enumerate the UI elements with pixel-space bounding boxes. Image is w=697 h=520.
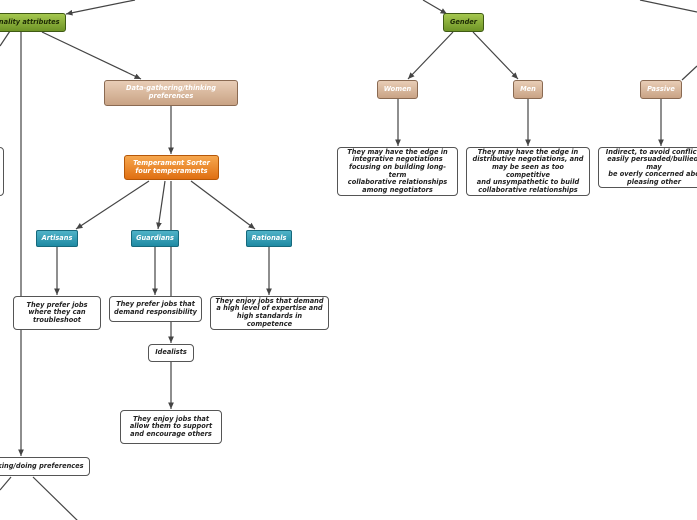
connector-thinking-doing-offscreen-bottom <box>32 476 78 520</box>
node-men-description[interactable]: They may have the edge in distributive n… <box>466 147 590 196</box>
node-men[interactable]: Men <box>513 80 543 99</box>
node-rationals[interactable]: Rationals <box>246 230 292 247</box>
connector-passive-offscreen-right <box>681 65 697 81</box>
connector-personality-to-data-gathering <box>41 31 142 80</box>
connector-gender-to-women <box>407 31 454 80</box>
node-rationals-description[interactable]: They enjoy jobs that demand a high level… <box>210 296 329 330</box>
node-guardians[interactable]: Guardians <box>131 230 179 247</box>
connector-thinking-doing-offscreen-left <box>0 476 12 491</box>
node-artisans[interactable]: Artisans <box>36 230 78 247</box>
node-guardians-description[interactable]: They prefer jobs that demand responsibil… <box>109 296 202 322</box>
node-passive-description[interactable]: Indirect, to avoid conflict, easily pers… <box>598 147 697 188</box>
node-offscreen-left-edge[interactable] <box>0 147 4 196</box>
node-women[interactable]: Women <box>377 80 418 99</box>
connector-sorter-to-artisans <box>75 180 150 230</box>
connector-sorter-to-guardians <box>156 180 166 230</box>
node-passive[interactable]: Passive <box>640 80 682 99</box>
node-artisans-description[interactable]: They prefer jobs where they can troubles… <box>13 296 101 330</box>
node-women-description[interactable]: They may have the edge in integrative ne… <box>337 147 458 196</box>
connector-root-to-passive <box>639 0 697 13</box>
node-idealists-description[interactable]: They enjoy jobs that allow them to suppo… <box>120 410 222 444</box>
connector-gender-to-men <box>472 31 519 80</box>
node-idealists[interactable]: Idealists <box>148 344 194 362</box>
connector-sorter-to-rationals <box>190 180 256 230</box>
node-thinking-doing[interactable]: inking/doing preferences <box>0 457 90 476</box>
connector-root-to-gender <box>422 0 448 15</box>
node-gender[interactable]: Gender <box>443 13 484 32</box>
connector-root-to-personality <box>65 0 136 16</box>
node-temperament-sorter[interactable]: Temperament Sorter four temperaments <box>124 155 219 180</box>
node-data-gathering[interactable]: Data-gathering/thinking preferences <box>104 80 238 106</box>
connector-personality-offscreen-left <box>0 30 11 47</box>
node-personality-attributes[interactable]: onality attributes <box>0 13 66 32</box>
